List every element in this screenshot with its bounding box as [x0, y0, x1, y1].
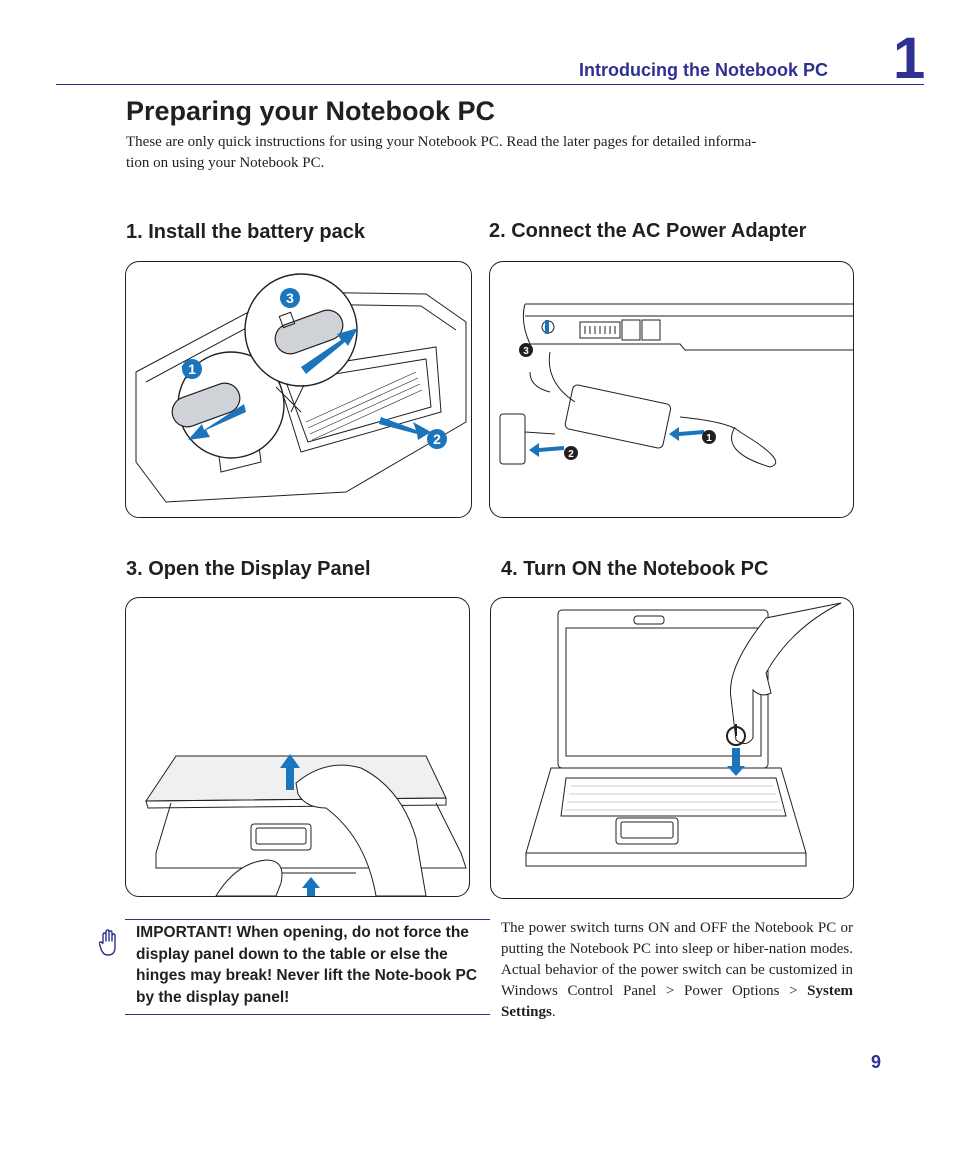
- important-note-text: IMPORTANT! When opening, do not force th…: [136, 924, 478, 1006]
- chapter-title: Introducing the Notebook PC: [579, 60, 828, 80]
- adapter-callout-3: 3: [523, 346, 529, 357]
- note-top-rule: [125, 919, 490, 920]
- turn-on-illustration: [490, 597, 854, 899]
- battery-callout-3: 3: [286, 290, 294, 306]
- adapter-callout-2: 2: [568, 449, 574, 460]
- power-text-main: The power switch turns ON and OFF the No…: [501, 920, 853, 999]
- power-text-end: .: [551, 1004, 556, 1020]
- chapter-number: 1: [893, 26, 926, 91]
- step-2-title: 2. Connect the AC Power Adapter: [489, 220, 807, 242]
- power-text-bold: System Settings: [501, 983, 853, 1020]
- intro-paragraph: These are only quick instructions for us…: [126, 132, 856, 174]
- note-bottom-rule: [125, 1014, 490, 1015]
- ac-adapter-illustration: 1 2 3: [489, 261, 854, 518]
- raised-hand-icon: [98, 929, 119, 962]
- step-3-title: 3. Open the Display Panel: [126, 558, 371, 580]
- intro-line-2: tion on using your Notebook PC.: [126, 155, 325, 171]
- page-number: 9: [871, 1052, 882, 1072]
- adapter-callout-1: 1: [706, 433, 712, 444]
- battery-callout-2: 2: [433, 431, 441, 447]
- open-display-illustration: [125, 597, 470, 897]
- page-title: Preparing your Notebook PC: [126, 96, 496, 126]
- step-1-title: 1. Install the battery pack: [126, 221, 365, 243]
- step-4-title: 4. Turn ON the Notebook PC: [501, 558, 769, 580]
- battery-callout-1: 1: [188, 361, 196, 377]
- header-rule: [56, 84, 924, 85]
- power-switch-paragraph: The power switch turns ON and OFF the No…: [501, 918, 853, 1023]
- intro-line-1: These are only quick instructions for us…: [126, 134, 757, 150]
- battery-illustration: 1 2 3: [125, 261, 472, 518]
